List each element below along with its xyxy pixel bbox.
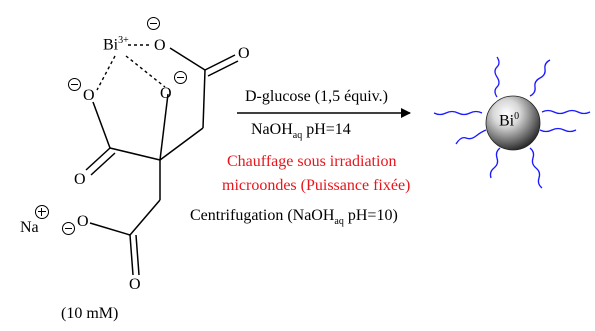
- bond-c-o-double-left-b: [90, 152, 116, 176]
- reagent-glucose: D-glucose (1,5 équiv.): [245, 88, 388, 105]
- concentration-label: (10 mM): [61, 305, 119, 322]
- oxygen-left: O: [83, 87, 95, 104]
- negative-charge-icon: [174, 71, 187, 84]
- negative-charge-icon: [68, 78, 81, 91]
- heating-line-2: microondes (Puissance fixée): [222, 177, 411, 194]
- bond-c-o-double-left-a: [85, 147, 111, 171]
- oxygen-center: O: [160, 85, 172, 102]
- ligand-left-upper: [433, 110, 483, 116]
- oxygen-double-left: O: [74, 171, 86, 188]
- ligand-bottom-right: [529, 147, 543, 189]
- negative-charge-icon: [147, 17, 160, 30]
- coord-bi-o-left: [96, 55, 116, 91]
- bond-o-c-left: [92, 101, 111, 149]
- oxygen-double-top: O: [238, 45, 250, 62]
- bond-central-ch2-top: [159, 127, 204, 161]
- positive-charge-icon: [35, 205, 49, 219]
- bond-c-o-bottom: [89, 222, 131, 236]
- bond-c-central: [109, 147, 161, 161]
- oxygen-top: O: [154, 37, 166, 54]
- bond-ch2-c-top: [202, 69, 206, 129]
- sodium-label: Na: [20, 219, 39, 236]
- bond-c-o-double-bottom-b: [135, 234, 140, 276]
- ligand-top-left: [494, 56, 500, 98]
- oxygen-bottom: O: [77, 213, 89, 230]
- bond-c-o-double-bottom-a: [129, 234, 134, 276]
- bismuth-ion-label: Bi3+: [103, 35, 129, 54]
- coord-bi-o-center: [125, 55, 166, 88]
- bond-c-o-double-top-b: [207, 60, 239, 77]
- negative-charge-icon: [62, 222, 75, 235]
- ligand-left-lower: [455, 129, 487, 145]
- bond-central-o: [159, 93, 169, 161]
- ligand-top-right: [529, 59, 551, 97]
- citrate-bonds: [85, 47, 239, 276]
- ligand-right-lower: [539, 127, 577, 133]
- bismuth-nanoparticle: [485, 95, 541, 151]
- bond-c-o-double-top-a: [204, 54, 236, 71]
- nanoparticle-label: Bi0: [499, 111, 520, 130]
- ligand-chains: [433, 56, 591, 189]
- ligand-bottom-left: [489, 147, 501, 179]
- bond-c-o-top: [169, 47, 206, 71]
- bond-ch2-c-bottom: [129, 199, 161, 236]
- coordination-bonds: [96, 44, 166, 91]
- oxygen-double-bottom: O: [129, 276, 141, 293]
- ligand-right-upper: [541, 109, 591, 115]
- centrifugation-condition: Centrifugation (NaOHaq pH=10): [190, 207, 398, 228]
- heating-line-1: Chauffage sous irradiation: [227, 153, 397, 170]
- base-condition: NaOHaq pH=14: [251, 121, 351, 142]
